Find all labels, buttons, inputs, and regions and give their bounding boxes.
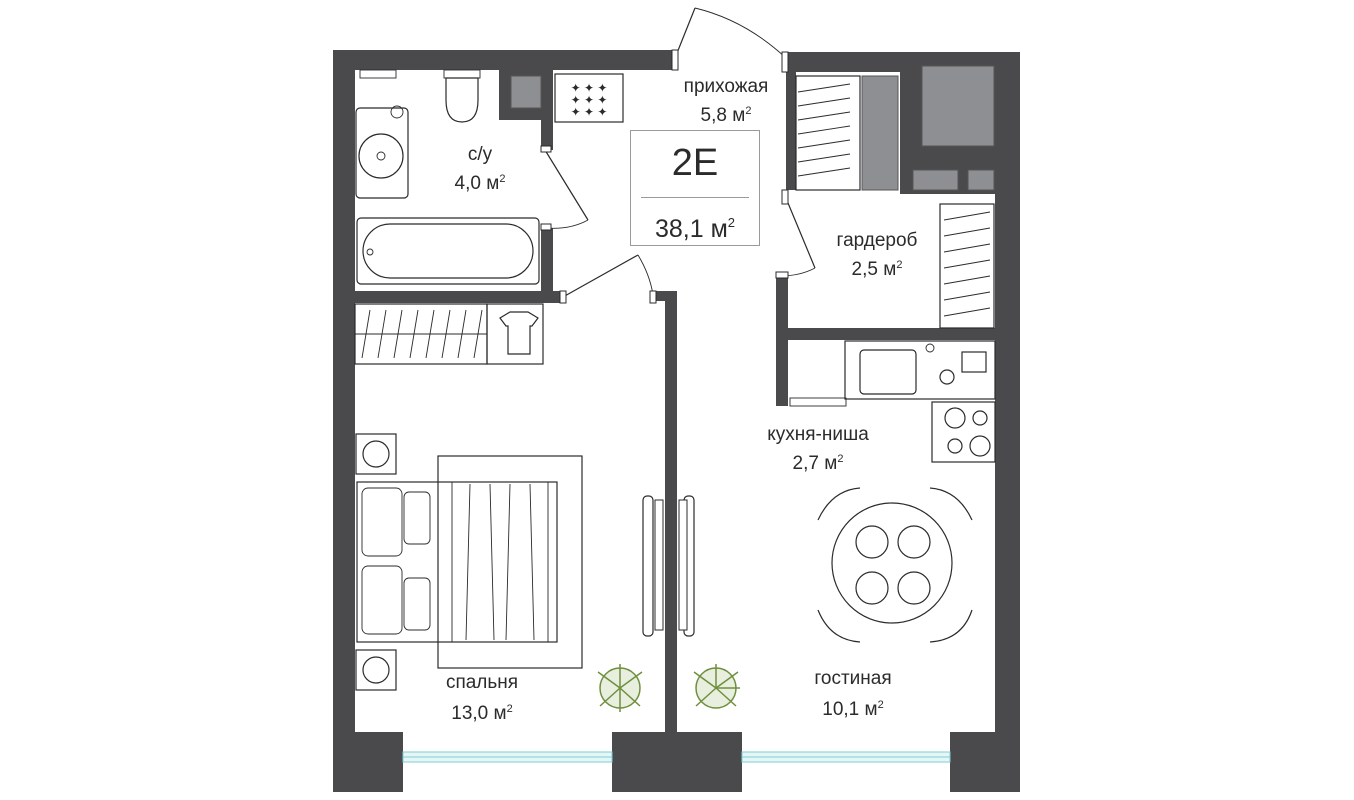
hallway-area-value: 5,8 м — [700, 105, 746, 126]
wardrobe-name: гардероб — [836, 230, 918, 251]
plant-bedroom — [597, 664, 643, 712]
wall-hall-closet-left — [786, 72, 796, 190]
shaft-strip-3 — [967, 169, 995, 191]
wall-right — [995, 52, 1020, 792]
shaft-strip-2 — [912, 169, 959, 191]
bathroom-area-sup: 2 — [499, 173, 506, 185]
wall-wardrobe-left — [776, 278, 788, 406]
wardrobe-shelves — [939, 203, 995, 329]
bedroom-area: 13,0 м2 — [451, 698, 512, 725]
living-name: гостиная — [814, 668, 892, 689]
bedroom-door — [559, 254, 657, 304]
hallway-area: 5,8 м2 — [701, 100, 752, 127]
apartment-area-unit-sup: 2 — [727, 215, 736, 230]
kitchen-name: кухня-ниша — [767, 424, 869, 445]
kitchen-area: 2,7 м2 — [793, 448, 844, 475]
hallway-closet — [795, 75, 861, 191]
wardrobe-area-value: 2,5 м — [851, 259, 897, 280]
wall-bottom-right-pier — [950, 732, 1020, 792]
shaft-small — [510, 75, 542, 109]
wall-bottom-left-pier — [333, 732, 403, 792]
bedroom-name: спальня — [445, 672, 519, 693]
wall-wardrobe-bottom — [788, 328, 995, 340]
wardrobe-door — [775, 189, 816, 279]
bathroom-door — [540, 145, 589, 231]
windows — [402, 751, 951, 763]
bathroom-name: с/у — [467, 144, 493, 165]
bathroom-fixtures — [355, 69, 540, 285]
wall-top-left — [333, 50, 675, 70]
wall-bottom-center-pier — [612, 732, 742, 792]
hallway-name: прихожая — [683, 76, 769, 97]
hallway-area-sup: 2 — [745, 105, 752, 117]
svg-text:✦ ✦ ✦: ✦ ✦ ✦ — [571, 93, 608, 107]
shaft-large — [921, 65, 995, 147]
wardrobe-area: 2,5 м2 — [852, 254, 903, 281]
partition-sliding-doors — [642, 495, 695, 637]
living-area-value: 10,1 м — [822, 699, 878, 720]
plants — [597, 664, 740, 712]
living-area: 10,1 м2 — [822, 694, 883, 721]
bathroom-area-value: 4,0 м — [454, 173, 500, 194]
wardrobe-area-sup: 2 — [896, 259, 903, 271]
dining-table — [817, 487, 973, 643]
badge-divider — [641, 197, 749, 198]
living-area-sup: 2 — [877, 699, 884, 711]
walls — [333, 50, 1020, 792]
svg-text:✦ ✦ ✦: ✦ ✦ ✦ — [571, 105, 608, 119]
wall-left — [333, 50, 355, 792]
bathroom-area: 4,0 м2 — [455, 168, 506, 195]
apartment-badge: 2E 38,1 м2 — [630, 130, 760, 246]
apartment-area-value: 38,1 м — [654, 215, 728, 243]
kitchen-unit — [789, 340, 996, 463]
bedroom-area-sup: 2 — [506, 703, 513, 715]
apartment-area: 38,1 м2 — [631, 209, 759, 243]
bed — [355, 433, 583, 691]
hallway-rug: ✦ ✦ ✦ ✦ ✦ ✦ ✦ ✦ ✦ — [554, 73, 624, 123]
bedroom-area-value: 13,0 м — [451, 703, 507, 724]
kitchen-area-sup: 2 — [837, 453, 844, 465]
bedroom-closet — [354, 303, 544, 365]
entrance-door — [671, 7, 789, 73]
shaft-strip-1 — [861, 75, 899, 191]
wall-bath-right-lower — [541, 228, 553, 296]
wall-partition-vertical — [665, 291, 677, 736]
wall-bath-bottom — [355, 291, 565, 303]
svg-text:✦ ✦ ✦: ✦ ✦ ✦ — [571, 81, 608, 95]
kitchen-area-value: 2,7 м — [792, 453, 838, 474]
plant-living — [693, 664, 740, 709]
apartment-code: 2E — [671, 142, 719, 184]
